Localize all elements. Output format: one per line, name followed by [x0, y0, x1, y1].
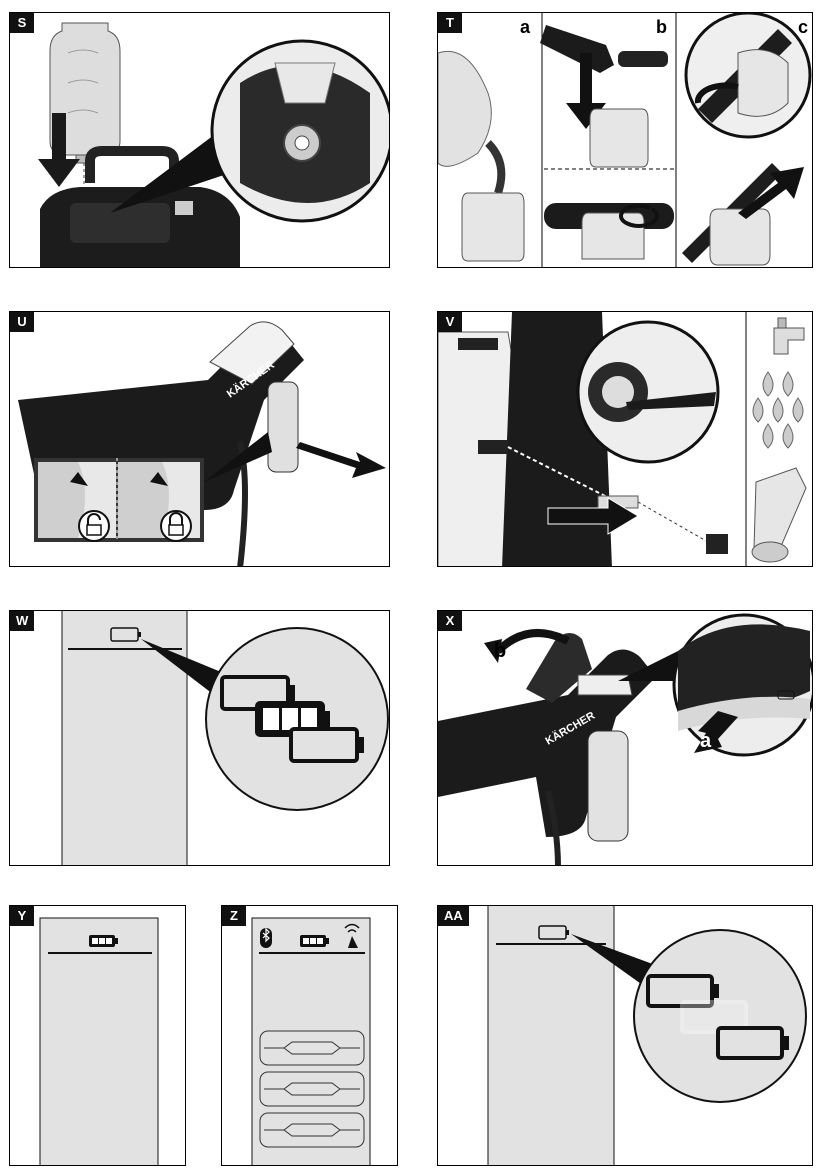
- panel-y: Y: [9, 905, 186, 1166]
- filter-icon: [751, 467, 807, 563]
- battery-icon: [89, 935, 118, 947]
- panel-label: X: [438, 611, 462, 631]
- panel-label: W: [10, 611, 35, 631]
- battery-icon: [680, 1000, 748, 1034]
- figure-u: KÄRCHER: [18, 321, 386, 566]
- figure-aa: [487, 906, 807, 1165]
- panel-t: T a b c: [437, 12, 813, 268]
- figure-z: [251, 917, 371, 1165]
- water-drop-icon: [752, 371, 804, 449]
- figure-v: [438, 312, 807, 566]
- figure-y: [39, 917, 159, 1165]
- battery-icon: [646, 974, 719, 1008]
- arrow-down-icon: [38, 113, 80, 187]
- battery-icon: [716, 1026, 789, 1060]
- figure-x: b KÄRCHER a: [438, 613, 812, 865]
- tap-icon: [773, 317, 805, 355]
- battery-icon: [538, 925, 569, 940]
- panel-s: S: [9, 12, 390, 268]
- panel-label: Y: [10, 906, 34, 926]
- nozzle-slot: [259, 1030, 365, 1066]
- figure-w: [61, 611, 389, 865]
- nozzle-slot: [259, 1112, 365, 1148]
- panel-v: V: [437, 311, 813, 567]
- figure-t: [438, 13, 812, 267]
- panel-label: S: [10, 13, 34, 33]
- panel-label: Z: [222, 906, 246, 926]
- wifi-icon: [344, 923, 360, 948]
- battery-icon: [110, 627, 141, 642]
- panel-w: W: [9, 610, 390, 866]
- machine: [40, 146, 240, 267]
- panel-label: U: [10, 312, 34, 332]
- panel-label: AA: [438, 906, 469, 926]
- panel-z: Z: [221, 905, 398, 1166]
- sub-label-c: c: [798, 17, 809, 37]
- lock-closed-icon: [160, 510, 192, 542]
- panel-label: T: [438, 13, 462, 33]
- nozzle-slot: [259, 1071, 365, 1107]
- callout-b: b: [494, 640, 506, 662]
- callout-a: a: [700, 730, 712, 752]
- sub-label-a: a: [520, 17, 531, 37]
- panel-x: X b KÄRCHER a: [437, 610, 813, 866]
- panel-u: U KÄRCHER: [9, 311, 390, 567]
- battery-icon: [289, 727, 364, 763]
- lock-open-icon: [78, 510, 110, 542]
- sub-label-b: b: [656, 17, 667, 37]
- bluetooth-icon: [260, 927, 272, 948]
- panel-label: V: [438, 312, 462, 332]
- figure-s: [38, 22, 389, 267]
- panel-aa: AA: [437, 905, 813, 1166]
- battery-icon: [300, 935, 329, 947]
